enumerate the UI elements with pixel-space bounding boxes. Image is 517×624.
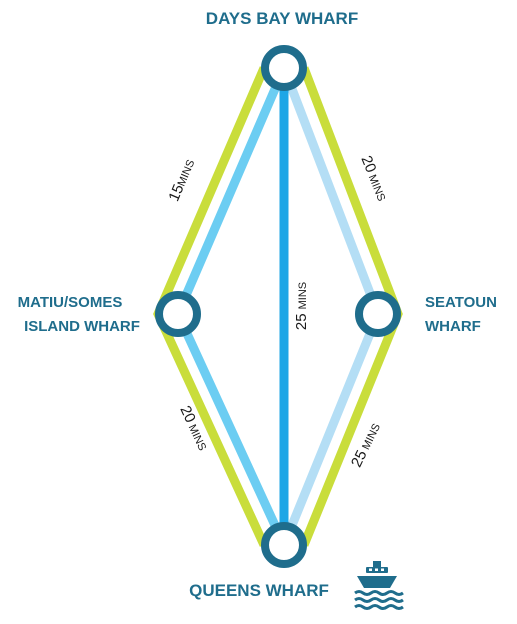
label-days-bay: DAYS BAY WHARF xyxy=(206,9,358,28)
time-unit: MINS xyxy=(360,422,383,452)
label-queens: QUEENS WHARF xyxy=(189,581,329,600)
time-days-bay-matiu: 15MINS xyxy=(165,157,198,204)
time-unit: MINS xyxy=(176,158,198,188)
label-seatoun-line1: SEATOUN xyxy=(425,294,497,311)
time-unit: MINS xyxy=(186,423,208,453)
time-unit: MINS xyxy=(366,173,387,203)
label-matiu-somes-line1: MATIU/SOMES xyxy=(18,294,123,311)
node-seatoun[interactable] xyxy=(355,291,401,337)
time-number: 25 xyxy=(293,313,310,330)
time-number: 15 xyxy=(165,182,187,204)
time-days-bay-seatoun: 20MINS xyxy=(357,153,390,203)
time-number: 20 xyxy=(176,403,198,425)
wharf-labels: DAYS BAY WHARF MATIU/SOMES ISLAND WHARF … xyxy=(18,9,497,600)
label-seatoun-line2: WHARF xyxy=(425,318,481,335)
node-days-bay[interactable] xyxy=(261,45,307,91)
time-days-bay-queens: 25 MINS xyxy=(293,282,310,330)
time-number: 25 xyxy=(348,448,371,470)
label-matiu-somes-line2: ISLAND WHARF xyxy=(24,318,140,335)
time-unit: MINS xyxy=(297,282,309,310)
wharf-nodes xyxy=(155,45,401,568)
ferry-icon xyxy=(354,561,404,610)
node-queens[interactable] xyxy=(261,522,307,568)
time-number: 20 xyxy=(357,153,379,175)
node-matiu-somes[interactable] xyxy=(155,291,201,337)
